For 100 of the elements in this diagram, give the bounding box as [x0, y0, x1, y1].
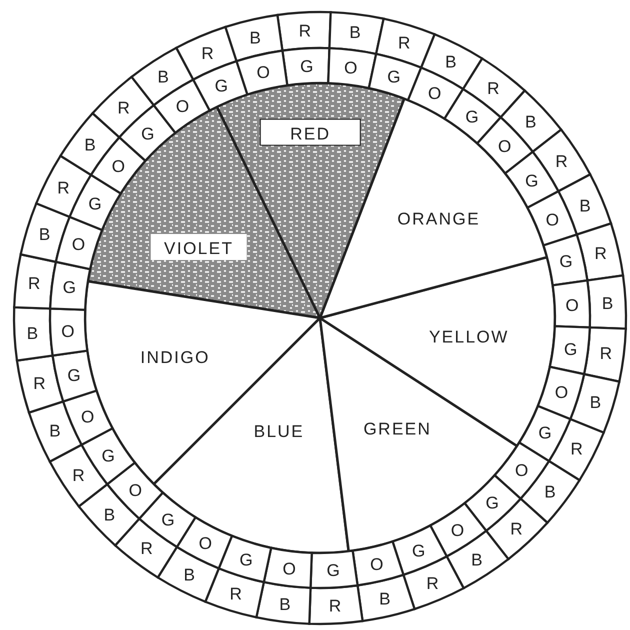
ring-cell [526, 190, 578, 246]
ring-letter: O [80, 408, 94, 427]
ring-letter: B [104, 505, 116, 524]
ring-letter: B [49, 422, 61, 441]
ring-cell [235, 50, 288, 96]
ring-letter: O [450, 520, 464, 540]
ring-cell [518, 404, 572, 462]
ring-cell [218, 534, 272, 584]
ring-cell [406, 66, 464, 120]
ring-letter: O [546, 210, 560, 230]
ring-letter: O [515, 460, 528, 480]
wedge-label: RED [290, 124, 331, 144]
ring-letter: G [538, 424, 552, 443]
ring-letter: R [487, 79, 500, 98]
ring-letter: G [214, 76, 228, 96]
ring-letter: G [486, 494, 499, 513]
wedge-label: GREEN [363, 420, 432, 439]
ring-cell [476, 116, 534, 174]
ring-letter: R [117, 98, 130, 118]
ring-letter: R [594, 244, 607, 264]
ring-letter: O [498, 136, 512, 156]
ring-letter: O [112, 157, 125, 176]
ring-letter: G [412, 541, 426, 560]
ring-letter: B [26, 324, 38, 344]
ring-cell [68, 174, 122, 232]
ring-cell [327, 47, 378, 90]
ring-letter: G [240, 550, 253, 570]
ring-letter: G [300, 56, 314, 76]
ring-letter: R [570, 440, 583, 459]
ring-letter: B [579, 196, 591, 216]
ring-letter: G [564, 340, 578, 359]
ring-letter: O [198, 534, 212, 553]
wedge-label: VIOLET [164, 239, 234, 258]
ring-letter: O [344, 58, 358, 78]
ring-letter: R [600, 344, 612, 364]
ring-letter: B [590, 393, 602, 412]
ring-letter: R [72, 466, 85, 485]
ring-letter: O [256, 62, 270, 82]
ring-cell [536, 366, 586, 420]
ring-letter: O [370, 555, 384, 574]
ring-letter: R [555, 152, 568, 172]
ring-cell [309, 550, 359, 590]
ring-letter: R [230, 584, 242, 604]
ring-cell [542, 233, 588, 286]
ring-letter: B [157, 67, 169, 86]
ring-cell [224, 14, 284, 62]
ring-letter: R [510, 520, 523, 539]
ring-letter: R [426, 574, 439, 594]
ring-letter: G [141, 124, 154, 144]
ring-letter: O [554, 382, 568, 402]
ring-letter: G [465, 107, 479, 126]
ring-letter: O [176, 97, 190, 116]
ring-cell [54, 216, 104, 270]
ring-letter: R [57, 178, 70, 198]
ring-letter: R [201, 44, 214, 63]
ring-letter: O [61, 322, 74, 342]
ring-letter: G [525, 171, 538, 190]
ring-letter: B [544, 482, 556, 502]
ring-cell [548, 325, 591, 376]
ring-letter: B [279, 594, 291, 614]
ring-letter: O [282, 560, 296, 579]
ring-letter: G [387, 68, 400, 87]
ring-letter: B [379, 590, 390, 609]
ring-letter: G [88, 194, 102, 214]
ring-cell [552, 279, 592, 329]
ring-cell [106, 462, 164, 520]
wedge-label: BLUE [254, 422, 304, 441]
ring-letter: B [445, 52, 456, 72]
ring-cell [62, 390, 114, 446]
ring-cell [352, 540, 405, 586]
ring-letter: G [161, 510, 175, 530]
ring-letter: B [524, 112, 536, 132]
ring-letter: G [62, 278, 76, 298]
ring-letter: B [84, 136, 96, 155]
ring-letter: R [28, 274, 40, 293]
ring-letter: R [398, 34, 410, 53]
ring-letter: B [38, 224, 50, 244]
wedge-label: INDIGO [140, 348, 210, 367]
ring-cell [48, 307, 88, 357]
ring-letter: O [128, 481, 142, 500]
ring-letter: R [328, 596, 342, 616]
ring-cell [192, 60, 248, 112]
wedge-label: ORANGE [397, 209, 480, 228]
ring-cell [176, 516, 234, 570]
ring-letter: G [67, 366, 81, 385]
ring-letter: B [349, 23, 361, 42]
ring-letter: G [326, 561, 340, 580]
ring-letter: B [471, 550, 483, 570]
ring-cell [262, 546, 313, 589]
ring-letter: R [298, 21, 312, 40]
ring-cell [392, 524, 448, 576]
ring-letter: G [559, 252, 573, 272]
ring-letter: B [602, 294, 614, 313]
ring-cell [52, 350, 98, 403]
ring-cell [368, 52, 422, 102]
ring-letter: R [33, 374, 46, 393]
ring-letter: G [102, 446, 115, 466]
ring-letter: O [72, 235, 86, 254]
ring-letter: O [428, 84, 442, 104]
ring-letter: O [566, 296, 579, 315]
